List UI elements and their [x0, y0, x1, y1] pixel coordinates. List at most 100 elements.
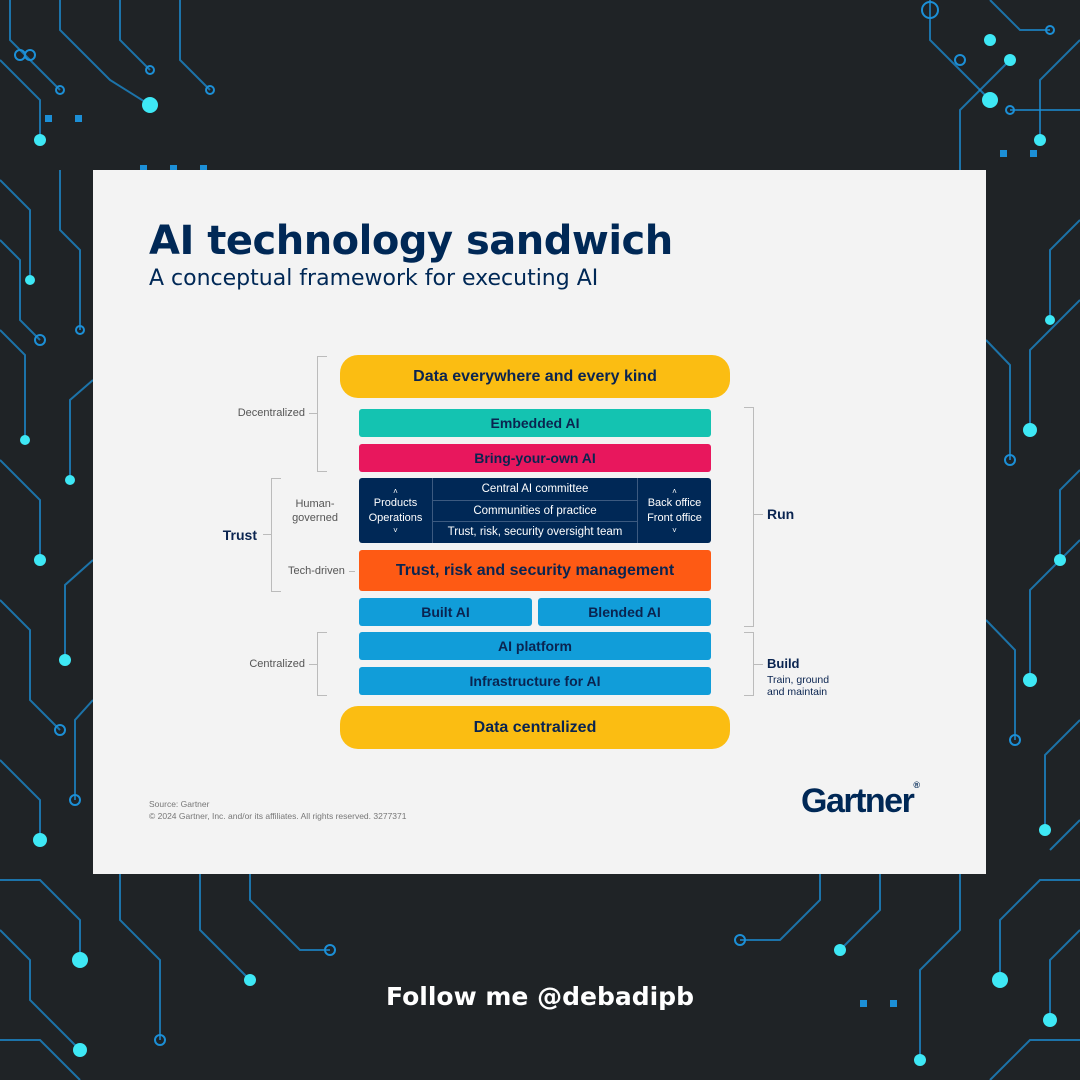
circuit-trace [839, 874, 881, 951]
governance-front-office: Front office [647, 511, 702, 524]
circuit-node [1043, 1013, 1057, 1027]
circuit-trace [1039, 39, 1080, 140]
trism-layer: Trust, risk and security management [359, 550, 711, 591]
circuit-trace [985, 339, 1011, 460]
circuit-node [734, 934, 746, 946]
registered-mark: ® [913, 780, 920, 790]
governance-row: Communities of practice [433, 499, 637, 522]
circuit-node [59, 654, 71, 666]
centralized-bracket [317, 632, 327, 696]
circuit-trace [119, 874, 161, 1040]
gartner-logo: Gartner® [801, 780, 920, 821]
governance-operations: Operations [368, 511, 423, 524]
circuit-trace [929, 0, 991, 101]
circuit-node [1045, 25, 1055, 35]
circuit-node [75, 325, 85, 335]
circuit-pad [860, 1000, 867, 1007]
data-centralized-layer: Data centralized [340, 706, 730, 749]
human-governed-line-1: Human- [295, 498, 335, 510]
circuit-pad [1000, 150, 1007, 157]
circuit-node [1039, 824, 1051, 836]
governance-row: Trust, risk, security oversight team [433, 521, 637, 543]
circuit-trace [0, 929, 81, 1051]
circuit-node [25, 275, 35, 285]
circuit-node [145, 65, 155, 75]
circuit-trace [59, 170, 81, 330]
circuit-trace [1029, 299, 1080, 430]
circuit-trace [0, 179, 31, 280]
circuit-node [1004, 454, 1016, 466]
circuit-pad [75, 115, 82, 122]
circuit-node [1054, 554, 1066, 566]
circuit-node [914, 1054, 926, 1066]
circuit-pad [1030, 150, 1037, 157]
circuit-pad [890, 1000, 897, 1007]
circuit-trace [119, 0, 151, 71]
governance-block: ˄ Products Operations ˅ Central AI commi… [359, 478, 711, 543]
centralized-label: Centralized [249, 658, 305, 670]
circuit-trace [74, 699, 94, 800]
circuit-node [54, 724, 66, 736]
human-governed-line-2: governed [292, 512, 338, 524]
governance-row: Central AI committee [481, 482, 589, 495]
circuit-trace [989, 0, 1050, 31]
governance-products: Products [373, 496, 418, 509]
circuit-trace [0, 879, 81, 960]
chevron-down-icon: ˅ [672, 525, 677, 535]
circuit-trace [1059, 469, 1080, 560]
circuit-trace [69, 379, 94, 480]
circuit-node [14, 49, 26, 61]
circuit-pad [200, 165, 207, 172]
circuit-node [1023, 673, 1037, 687]
chevron-up-icon: ˄ [672, 486, 677, 496]
circuit-node [244, 974, 256, 986]
circuit-node [992, 972, 1008, 988]
circuit-trace [0, 599, 61, 731]
build-sublabel: Train, ground and maintain [767, 674, 829, 698]
circuit-node [69, 794, 81, 806]
follow-caption: Follow me @debadipb [386, 982, 694, 1011]
run-bracket [744, 407, 754, 627]
circuit-trace [9, 0, 61, 91]
circuit-node [20, 435, 30, 445]
circuit-node [921, 1, 939, 19]
circuit-pad [140, 165, 147, 172]
gartner-logo-text: Gartner [801, 782, 915, 820]
governance-right: ˄ Back office Front office ˅ [638, 478, 711, 543]
human-governed-label: Human- governed [283, 497, 347, 525]
circuit-trace [249, 874, 330, 951]
circuit-trace [0, 59, 41, 140]
ai-platform-layer: AI platform [359, 632, 711, 660]
circuit-node [34, 554, 46, 566]
build-bracket [744, 632, 754, 696]
blended-ai-layer: Blended AI [538, 598, 711, 626]
circuit-trace [1049, 819, 1080, 851]
trust-label: Trust [222, 527, 257, 543]
circuit-node [73, 1043, 87, 1057]
copyright-line: © 2024 Gartner, Inc. and/or its affiliat… [149, 811, 407, 821]
build-tick [754, 664, 763, 665]
chevron-up-icon: ˄ [393, 486, 398, 496]
circuit-node [1009, 734, 1021, 746]
circuit-node [65, 475, 75, 485]
circuit-node [984, 34, 996, 46]
circuit-node [205, 85, 215, 95]
circuit-node [954, 54, 966, 66]
circuit-trace [1049, 219, 1080, 320]
circuit-trace [1044, 719, 1080, 830]
circuit-trace [959, 59, 1011, 170]
circuit-node [34, 134, 46, 146]
chevron-down-icon: ˅ [393, 525, 398, 535]
circuit-node [72, 952, 88, 968]
data-everywhere-layer: Data everywhere and every kind [340, 355, 730, 398]
circuit-trace [0, 759, 41, 840]
circuit-node [1045, 315, 1055, 325]
tech-driven-tick [349, 571, 355, 572]
run-label: Run [767, 506, 795, 522]
circuit-trace [999, 879, 1080, 980]
bring-your-own-ai-layer: Bring-your-own AI [359, 444, 711, 472]
embedded-ai-layer: Embedded AI [359, 409, 711, 437]
decentralized-label: Decentralized [237, 407, 305, 419]
infrastructure-layer: Infrastructure for AI [359, 667, 711, 695]
